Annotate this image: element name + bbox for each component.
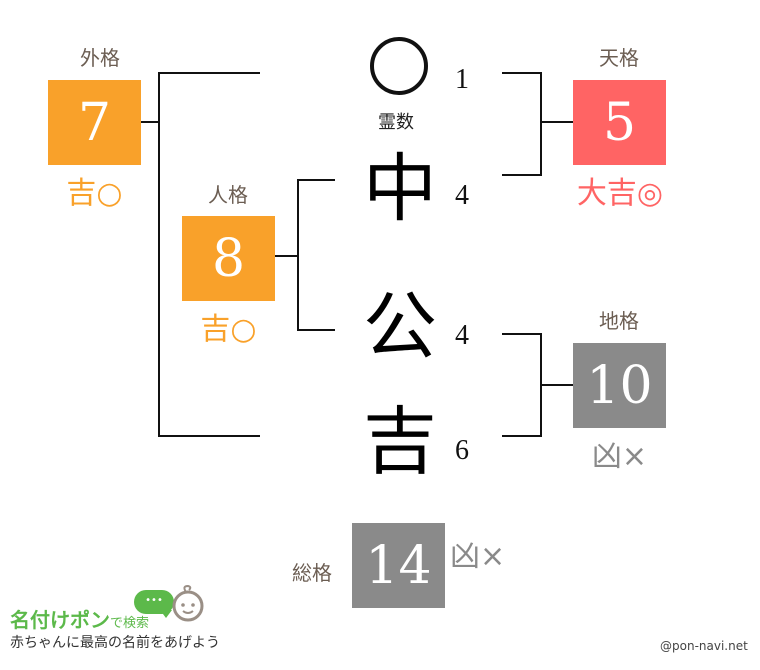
gaikaku-verdict: 吉○ xyxy=(66,176,123,211)
baby-face-icon xyxy=(172,584,204,622)
name-char-1-strokes: 4 xyxy=(455,180,469,211)
gaikaku-label: 外格 xyxy=(80,46,120,70)
gaikaku-connector xyxy=(141,121,159,123)
site-credit: @pon-navi.net xyxy=(660,639,748,653)
name-char-1: 中 xyxy=(363,146,437,232)
speech-bubble-tail xyxy=(160,610,172,618)
name-char-3-strokes: 6 xyxy=(455,435,469,466)
tenkaku-connector xyxy=(540,121,573,123)
gaikaku-bracket-bottom xyxy=(158,435,260,437)
name-char-3: 吉 xyxy=(363,399,437,485)
soukaku-verdict: 凶× xyxy=(450,539,506,574)
jinkaku-verdict: 吉○ xyxy=(200,312,257,347)
chikaku-connector xyxy=(540,384,573,386)
chikaku-bracket-bottom xyxy=(502,435,542,437)
reisu-circle-icon xyxy=(370,37,428,95)
gaikaku-bracket-vertical xyxy=(158,72,160,437)
soukaku-value-box: 14 xyxy=(352,523,445,608)
gaikaku-value-box: 7 xyxy=(48,80,141,165)
jinkaku-bracket-vertical xyxy=(297,179,299,331)
gaikaku-bracket-top xyxy=(158,72,260,74)
reisu-label: 霊数 xyxy=(378,112,414,133)
name-char-2-strokes: 4 xyxy=(455,320,469,351)
chikaku-value-box: 10 xyxy=(573,343,666,428)
tenkaku-value-box: 5 xyxy=(573,80,666,165)
chikaku-verdict: 凶× xyxy=(591,439,648,474)
soukaku-label: 総格 xyxy=(292,561,332,585)
jinkaku-bracket-top xyxy=(297,179,335,181)
tenkaku-bracket-vertical xyxy=(540,72,542,176)
logo-title-row: 名付けポンで検索 xyxy=(10,604,149,633)
jinkaku-label: 人格 xyxy=(208,183,248,207)
reisu-stroke-count: 1 xyxy=(455,64,469,95)
tenkaku-label: 天格 xyxy=(599,46,639,70)
jinkaku-value-box: 8 xyxy=(182,216,275,301)
logo-link[interactable]: ••• 名付けポンで検索 赤ちゃんに最高の名前をあげよう xyxy=(10,584,220,654)
tenkaku-bracket-bottom xyxy=(502,174,542,176)
tenkaku-verdict: 大吉◎ xyxy=(576,176,664,211)
logo-suffix: で検索 xyxy=(110,616,150,631)
logo-tagline: 赤ちゃんに最高の名前をあげよう xyxy=(10,635,220,651)
jinkaku-bracket-bottom xyxy=(297,329,335,331)
logo-title: 名付けポン xyxy=(10,608,110,632)
tenkaku-bracket-top xyxy=(502,72,542,74)
jinkaku-connector xyxy=(275,255,298,257)
chikaku-label: 地格 xyxy=(599,309,639,333)
name-char-2: 公 xyxy=(363,284,437,370)
chikaku-bracket-top xyxy=(502,333,542,335)
